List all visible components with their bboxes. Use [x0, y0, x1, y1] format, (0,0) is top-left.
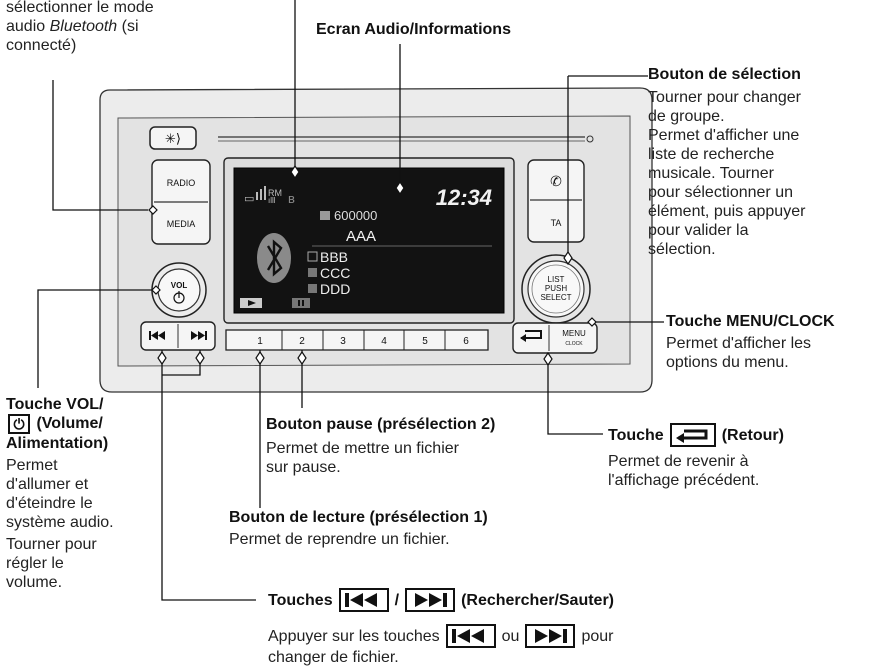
callout-vol: Touche VOL/ ⏻ (Volume/ Alimentation) Per… [6, 396, 114, 591]
callout-seek-desc: Appuyer sur les touches ou pour changer … [268, 624, 613, 667]
vol-knob: VOL [151, 262, 207, 318]
select-knob: LIST PUSH SELECT [521, 254, 591, 324]
preset-2: 2 [299, 336, 305, 347]
back-icon [669, 423, 716, 447]
svg-text:PUSH: PUSH [545, 284, 567, 293]
ta-button: TA [551, 218, 562, 228]
svg-text:✳︎⟩: ✳︎⟩ [165, 131, 181, 146]
callout-back: Touche (Retour) [608, 423, 784, 447]
svg-text:LIST: LIST [548, 275, 565, 284]
seek-forward-icon-inline [525, 624, 576, 648]
screen-item-2: CCC [320, 265, 350, 281]
seek-forward-icon [405, 588, 456, 612]
radio-button: RADIO [167, 178, 196, 188]
svg-text:▭: ▭ [244, 193, 254, 205]
screen-folder: 600000 [334, 208, 377, 223]
screen-title: AAA [346, 228, 376, 245]
phone-ta-column: ✆ TA [527, 159, 585, 243]
svg-text:CLOCK: CLOCK [565, 341, 583, 347]
callout-pause: Bouton pause (présélection 2) Permet de … [266, 416, 496, 476]
bluetooth-status-icon: ʙ [288, 191, 295, 206]
callout-select-knob: Bouton de sélection Tourner pour changer… [648, 66, 806, 258]
back-menu-buttons: MENU CLOCK [512, 322, 598, 354]
preset-1: 1 [257, 336, 263, 347]
daynight-button: ✳︎⟩ [149, 126, 197, 150]
callout-screen-label: Ecran Audio/Informations [316, 21, 511, 38]
preset-6: 6 [463, 336, 469, 347]
preset-4: 4 [381, 336, 387, 347]
radio-media-column: RADIO MEDIA [151, 159, 211, 245]
phone-icon: ✆ [550, 173, 562, 189]
power-icon: ⏻ [8, 414, 30, 434]
svg-text:SELECT: SELECT [540, 293, 571, 302]
seek-back-icon [338, 588, 389, 612]
screen-clock: 12:34 [436, 185, 492, 210]
callout-play: Bouton de lecture (présélection 1) Perme… [229, 509, 488, 548]
callout-media: sélectionner le mode audio Bluetooth (si… [6, 0, 154, 54]
preset-3: 3 [340, 336, 346, 347]
callout-back-desc: Permet de revenir à l'affichage précéden… [608, 453, 760, 489]
preset-strip: 1 2 3 4 5 6 [225, 329, 489, 351]
callout-seek: Touches / (Rechercher/Sauter) [268, 588, 614, 612]
seek-back-icon-inline [445, 624, 496, 648]
svg-text:VOL: VOL [171, 281, 188, 290]
seek-buttons [140, 321, 216, 351]
svg-text:ılll: ılll [268, 196, 276, 205]
screen-item-3: DDD [320, 281, 350, 297]
screen-status-icons: ▭ RM ılll ʙ [244, 186, 295, 206]
media-button: MEDIA [167, 219, 196, 229]
screen-pause-icon [292, 298, 310, 308]
leader-lines [37, 0, 664, 601]
callout-menu-clock: Touche MENU/CLOCK Permet d'afficher les … [666, 313, 835, 371]
screen-bluetooth-logo [257, 233, 291, 283]
svg-text:MENU: MENU [562, 329, 586, 338]
svg-text:RM: RM [268, 188, 282, 198]
preset-5: 5 [422, 336, 428, 347]
screen-item-1: BBB [320, 249, 348, 265]
select-knob-title: Bouton de sélection [648, 66, 801, 83]
